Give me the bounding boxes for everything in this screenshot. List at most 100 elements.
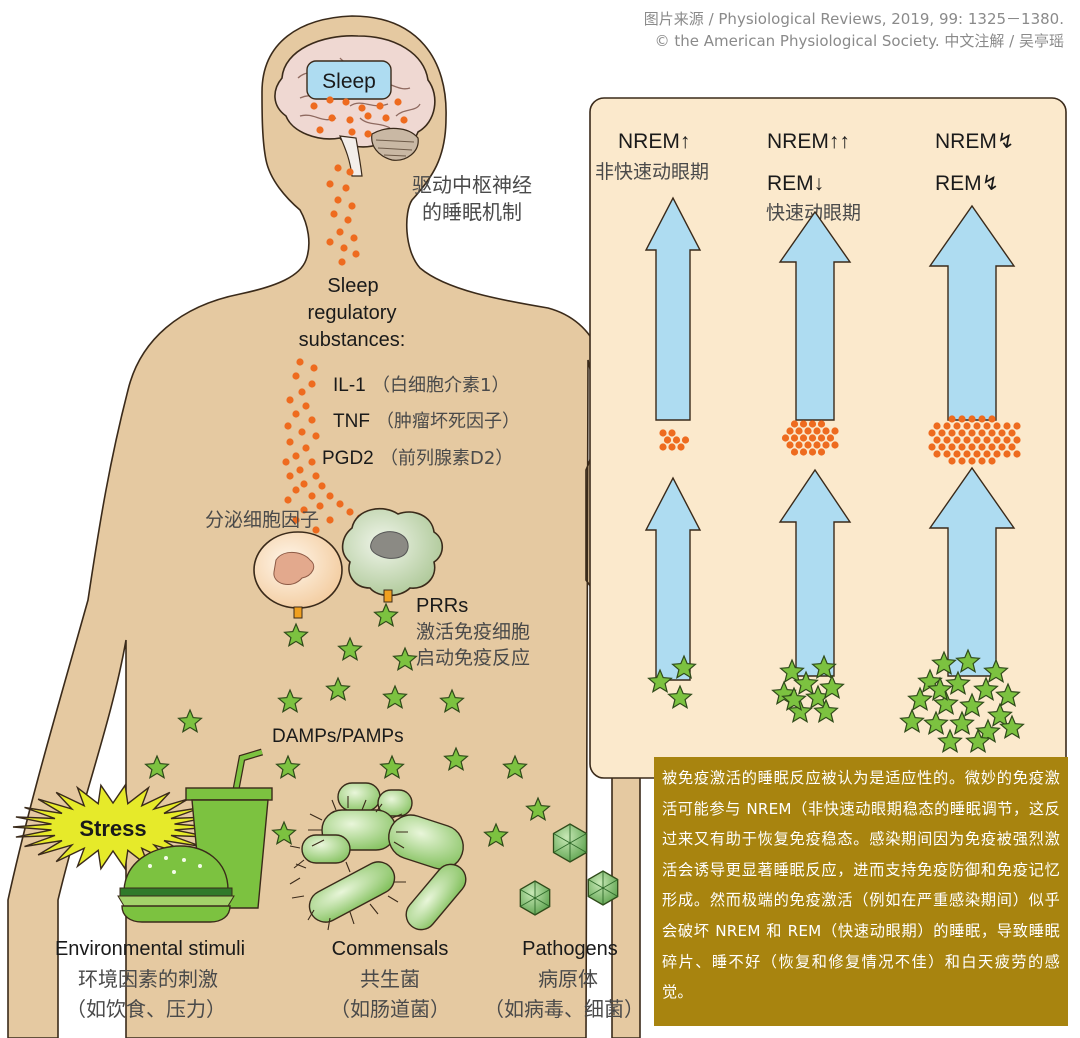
danger-signal-stars: [144, 602, 551, 847]
cytokine-dot: [790, 420, 799, 428]
cytokine-dot: [799, 434, 808, 442]
human-silhouette: [7, 15, 641, 1038]
stress-label: Stress: [79, 816, 146, 841]
cytokine-dot: [799, 448, 808, 456]
cytokine-dot: [953, 436, 961, 444]
cytokine-dot: [346, 508, 354, 516]
danger-signal-star: [502, 754, 528, 779]
danger-signal-star: [275, 754, 301, 779]
cytokine-dot: [348, 128, 356, 136]
cytokine-dot: [1003, 450, 1011, 458]
cytokine-dot: [988, 457, 996, 465]
cytokine-dot: [334, 164, 342, 172]
danger-signal-star: [337, 636, 363, 661]
severe-lower-arrow: [928, 466, 1016, 677]
cytokine-dot: [310, 364, 318, 372]
cytokine-dot: [310, 102, 318, 110]
cytokine-dot: [968, 457, 976, 465]
cytokine-dot: [822, 441, 830, 449]
cytokine-dot: [781, 434, 790, 442]
cytokine-dot: [312, 432, 320, 440]
cytokines-label: 分泌细胞因子: [205, 509, 319, 531]
cytokine-dot: [813, 441, 821, 449]
danger-signal-star: [443, 746, 469, 771]
cytokine-dot: [292, 372, 300, 380]
source-pathogens-zh2: （如病毒、细菌）: [484, 997, 644, 1021]
cytokine-dot: [318, 482, 326, 490]
source-commensals-zh2: （如肠道菌）: [330, 997, 450, 1021]
cytokine-dot: [296, 358, 304, 366]
cns-label-line1: 驱动中枢神经: [412, 173, 532, 197]
cytokine-dot: [346, 168, 354, 176]
cytokine-dot: [988, 443, 996, 451]
cytokine-dot: [973, 450, 981, 458]
cytokine-dot: [948, 415, 956, 423]
cytokine-dot: [286, 472, 294, 480]
cytokine-dot: [350, 234, 358, 242]
cytokine-dot: [308, 492, 316, 500]
cytokine-dot: [1013, 450, 1021, 458]
danger-signal-star: [283, 622, 309, 647]
substances-heading-line1: Sleep: [327, 275, 378, 297]
cytokine-dot: [376, 102, 384, 110]
virus-facet-lines: [587, 871, 619, 905]
panel-column-mild: NREM↑ 非快速动眼期: [595, 130, 709, 183]
cytokine-dot: [344, 216, 352, 224]
danger-signal-star: [382, 684, 408, 709]
cytokine-dot: [346, 116, 354, 124]
danger-signal-star: [671, 654, 697, 679]
cytokine-dot: [943, 422, 951, 430]
cytokine-dot: [284, 496, 292, 504]
panel-cytokine-clusters: [659, 415, 1021, 465]
cytokine-dot: [282, 458, 290, 466]
cytokine-dot: [677, 443, 685, 451]
credit-line2: © the American Physiological Society. 中文…: [654, 32, 1064, 50]
cytokine-dot: [292, 452, 300, 460]
cytokine-dot: [286, 396, 294, 404]
cytokine-dot: [326, 96, 334, 104]
cytokine-dot: [308, 380, 316, 388]
cytokine-dot: [983, 450, 991, 458]
cytokine-dot: [316, 502, 324, 510]
panel-arrows: [644, 196, 1016, 681]
cytokine-dot: [928, 443, 936, 451]
cytokine-dot: [795, 427, 803, 435]
cytokine-dot: [334, 196, 342, 204]
danger-signal-star: [819, 674, 845, 699]
danger-signal-star: [955, 648, 981, 673]
source-commensals-zh1: 共生菌: [360, 967, 420, 991]
cytokine-dot: [948, 443, 956, 451]
cytokine-dot: [790, 434, 799, 442]
cytokine-dot: [352, 250, 360, 258]
cytokine-dot: [663, 436, 672, 444]
danger-signal-star: [779, 658, 805, 683]
cytokine-dot: [1013, 422, 1021, 430]
annotation-note: 被免疫激活的睡眠反应被认为是适应性的。微妙的免疫激活可能参与 NREM（非快速动…: [654, 757, 1068, 1026]
cytokine-dot: [993, 436, 1001, 444]
danger-signal-star: [923, 710, 949, 735]
cytokine-dot: [968, 429, 976, 437]
cytokine-dot: [330, 210, 338, 218]
cytokine-dot: [298, 428, 306, 436]
danger-signal-star: [959, 692, 985, 717]
cytokine-dot: [340, 244, 348, 252]
cytokine-dot: [953, 422, 961, 430]
panel-star-clusters: [647, 648, 1025, 753]
danger-signal-star: [965, 728, 991, 753]
cytokine-dot: [973, 436, 981, 444]
danger-signal-star: [813, 698, 839, 723]
cytokine-dot: [933, 450, 941, 458]
substances-heading-line2: regulatory: [308, 302, 397, 324]
cytokine-dot: [958, 443, 966, 451]
mild-lower-arrow: [644, 476, 702, 681]
damps-label: DAMPs/PAMPs: [272, 726, 404, 747]
cytokine-dot: [326, 516, 334, 524]
image-credit: 图片来源 / Physiological Reviews, 2019, 99: …: [544, 8, 1064, 52]
danger-signal-star: [987, 702, 1013, 727]
danger-signal-star: [439, 688, 465, 713]
danger-signal-star: [781, 686, 807, 711]
cytokine-dot: [326, 492, 334, 500]
danger-signal-star: [973, 676, 999, 701]
cytokine-dot: [668, 443, 676, 451]
cytokine-dot: [998, 443, 1006, 451]
